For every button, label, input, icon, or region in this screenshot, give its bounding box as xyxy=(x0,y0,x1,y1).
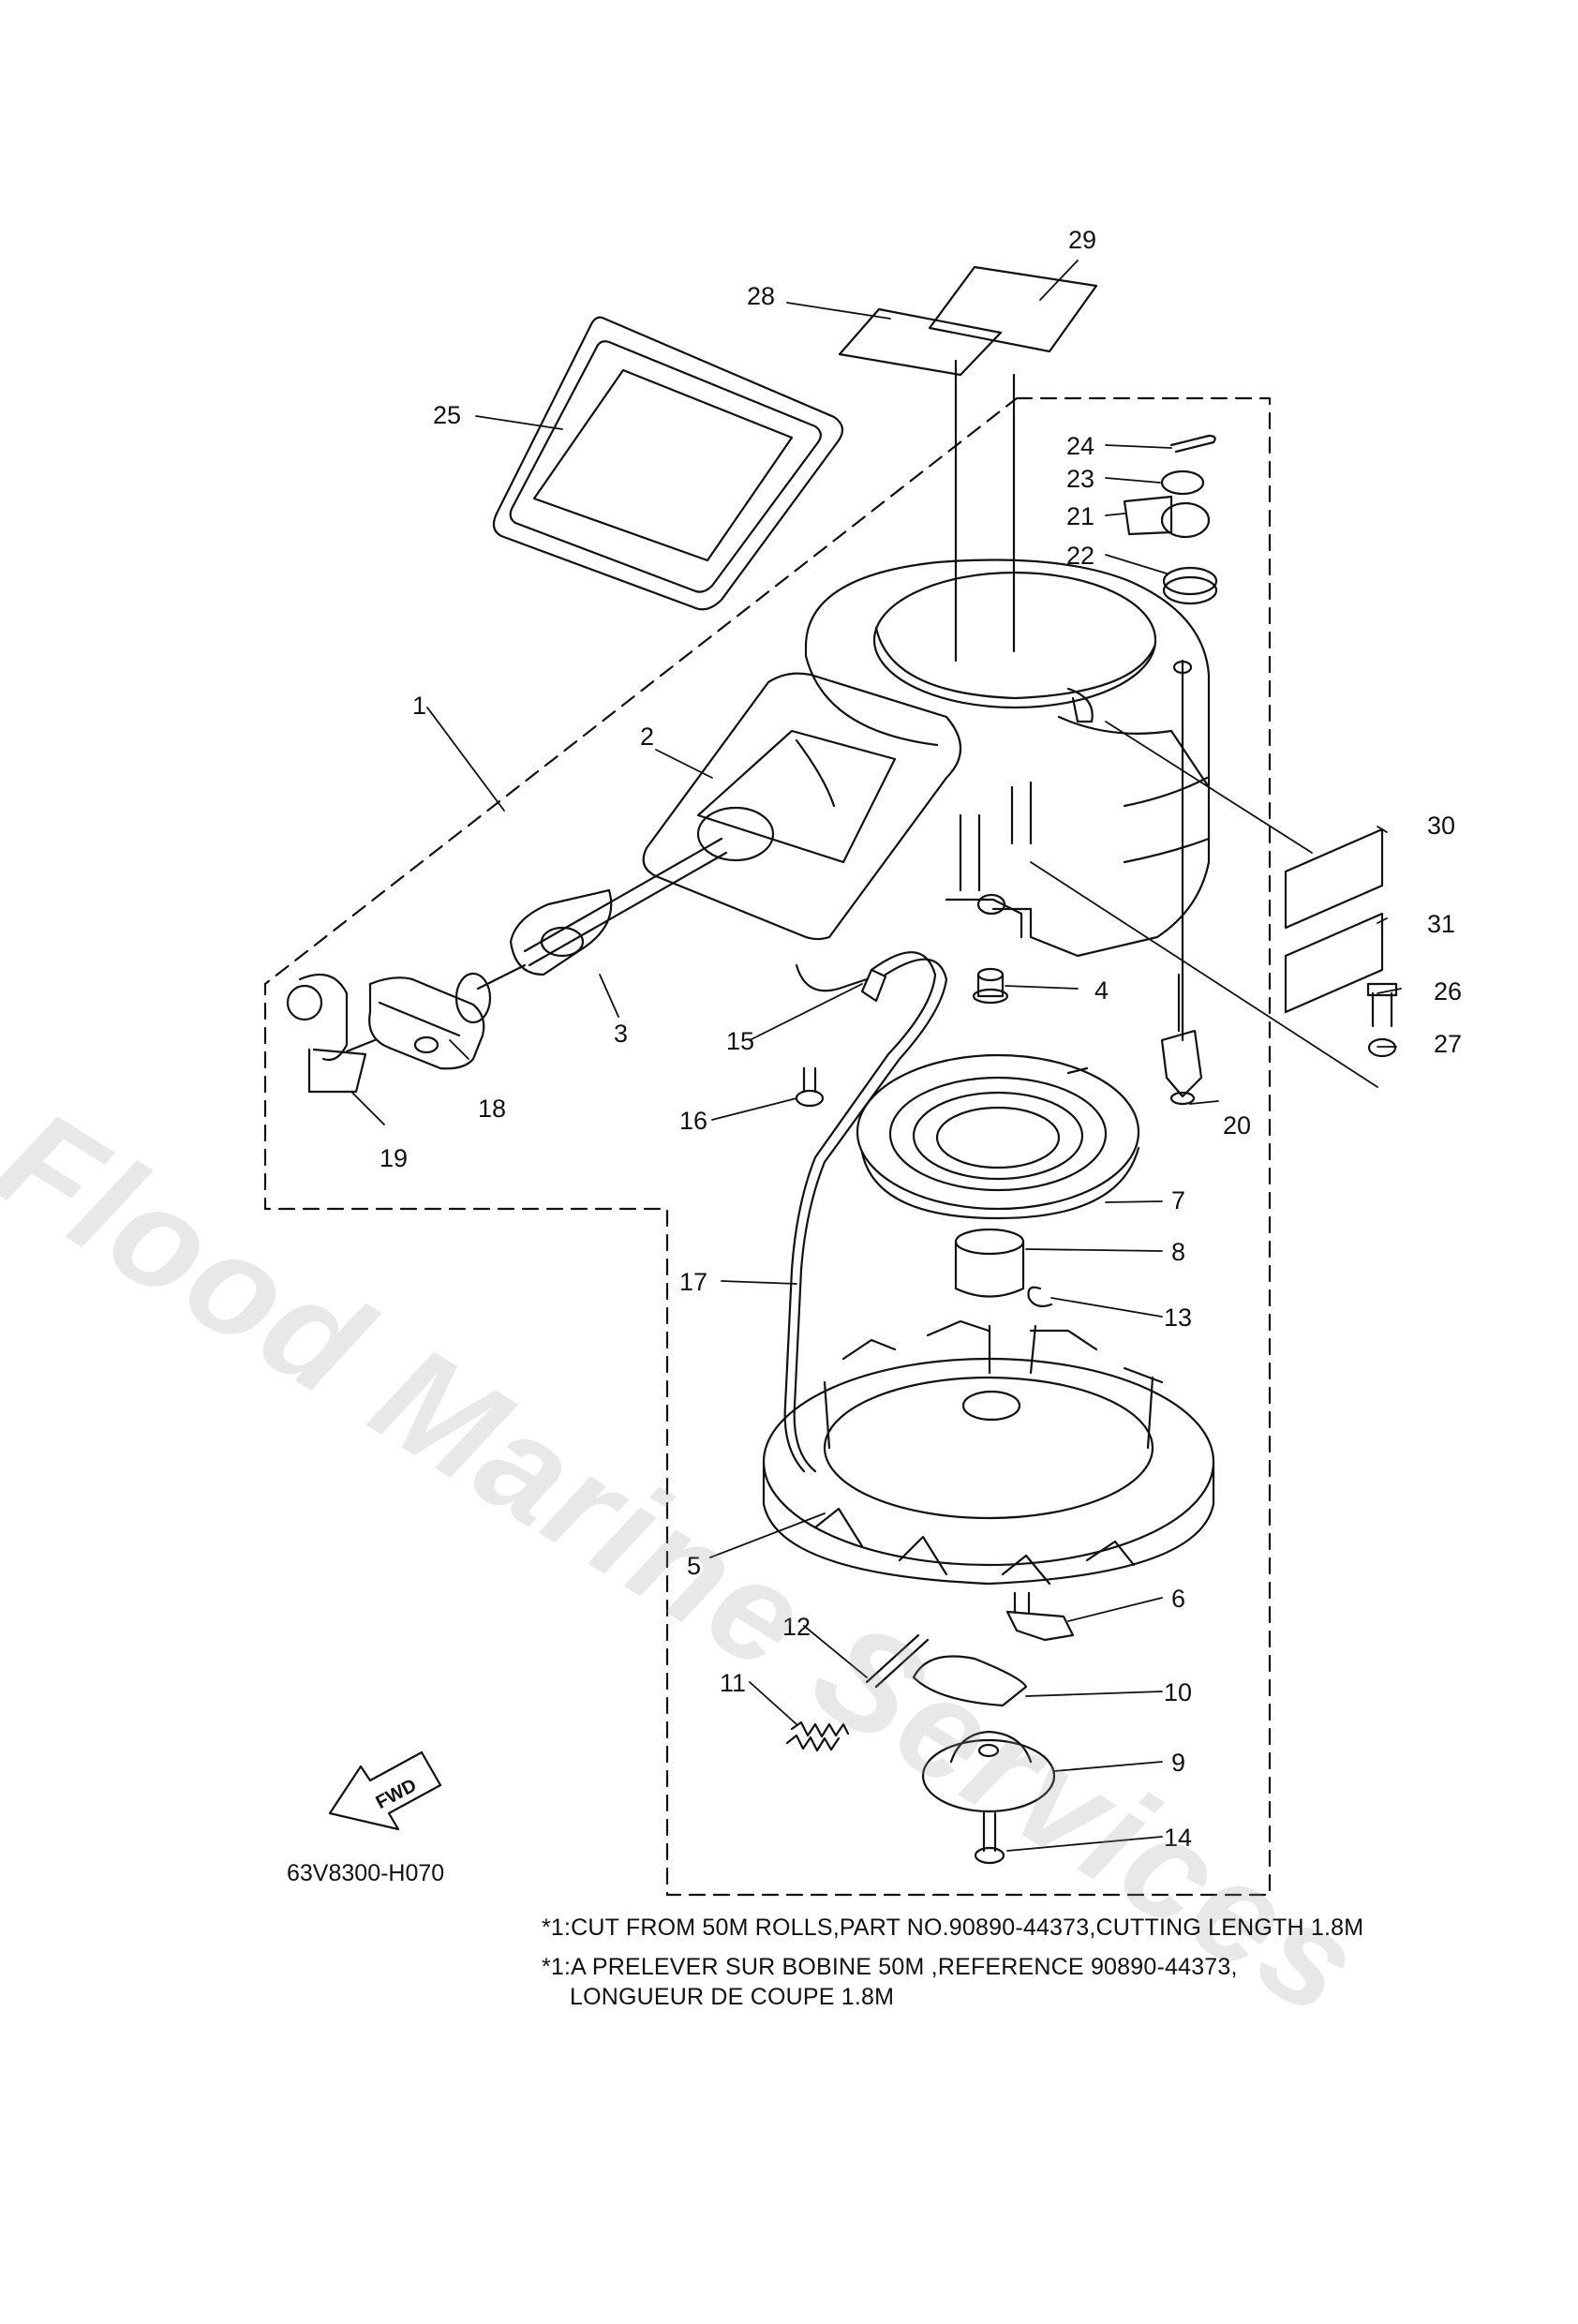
callout-12: 12 xyxy=(782,1613,811,1641)
callout-29: 29 xyxy=(1068,226,1096,254)
callout-4: 4 xyxy=(1094,976,1109,1005)
part-14-bolt xyxy=(974,1811,1005,1865)
part-20-clip xyxy=(1160,973,1203,1106)
part-26-bolt xyxy=(1366,982,1398,1028)
callout-13: 13 xyxy=(1164,1304,1192,1332)
callout-6: 6 xyxy=(1171,1585,1185,1613)
part-11-spring xyxy=(785,1721,850,1752)
callout-2: 2 xyxy=(640,723,654,751)
callout-1: 1 xyxy=(412,692,426,720)
part-7-spring xyxy=(856,1053,1140,1220)
callout-23: 23 xyxy=(1066,465,1094,493)
part-30-decal xyxy=(1284,827,1384,930)
note-english: *1:CUT FROM 50M ROLLS,PART NO.90890-4437… xyxy=(542,1914,1364,1941)
part-9-plate xyxy=(921,1730,1056,1813)
part-10-spring-wire xyxy=(912,1655,1028,1707)
callout-19: 19 xyxy=(380,1144,408,1172)
callout-18: 18 xyxy=(478,1095,506,1123)
callout-24: 24 xyxy=(1066,432,1094,460)
assembly-boundary-dashed xyxy=(263,396,1272,1897)
part-19-bracket xyxy=(286,973,367,1094)
part-21-clamp xyxy=(1123,495,1211,539)
part-25-frame xyxy=(492,316,844,611)
part-6-pawl xyxy=(1005,1591,1075,1642)
callout-9: 9 xyxy=(1171,1749,1185,1777)
callout-22: 22 xyxy=(1066,542,1094,570)
callout-30: 30 xyxy=(1427,812,1455,840)
callout-28: 28 xyxy=(747,282,775,310)
part-15-17-links xyxy=(783,951,948,1473)
callout-8: 8 xyxy=(1171,1238,1185,1266)
part-4-collar xyxy=(972,967,1009,1005)
callout-17: 17 xyxy=(679,1268,707,1296)
leader-lines xyxy=(350,260,1402,1852)
part-24-pin xyxy=(1169,434,1216,454)
callout-21: 21 xyxy=(1066,502,1094,530)
callout-20: 20 xyxy=(1223,1111,1251,1140)
part-8-bushing xyxy=(954,1228,1025,1298)
callout-26: 26 xyxy=(1434,977,1462,1006)
part-31-decal xyxy=(1284,912,1384,1014)
part-5-pulley xyxy=(762,1319,1215,1586)
starter-housing xyxy=(642,559,1211,958)
callout-16: 16 xyxy=(679,1107,707,1135)
part-16-bolt xyxy=(795,1066,825,1108)
part-27-washer xyxy=(1367,1037,1397,1058)
callout-25: 25 xyxy=(433,401,461,429)
callout-labels: 1 2 3 4 5 6 7 8 9 10 11 12 13 14 15 16 1… xyxy=(380,226,1462,1852)
fwd-arrow-icon xyxy=(328,1750,442,1831)
part-18-handle xyxy=(345,976,485,1070)
fwd-label: FWD xyxy=(373,1775,421,1813)
callout-31: 31 xyxy=(1427,910,1455,938)
part-12-pin xyxy=(865,1633,930,1689)
callout-27: 27 xyxy=(1434,1030,1462,1058)
note-french-line1: *1:A PRELEVER SUR BOBINE 50M ,REFERENCE … xyxy=(542,1954,1238,1980)
part-28-29-plates xyxy=(838,265,1098,377)
callout-11: 11 xyxy=(720,1669,746,1697)
callout-15: 15 xyxy=(726,1027,754,1055)
part-23-washer xyxy=(1160,469,1205,496)
note-french-line2: LONGUEUR DE COUPE 1.8M xyxy=(570,1984,895,2010)
callout-3: 3 xyxy=(614,1020,628,1048)
center-line-plates xyxy=(954,359,1016,663)
callout-7: 7 xyxy=(1171,1186,1185,1214)
part-13-circlip xyxy=(1027,1286,1053,1307)
callout-10: 10 xyxy=(1164,1678,1192,1706)
callout-5: 5 xyxy=(687,1552,701,1580)
callout-14: 14 xyxy=(1164,1824,1192,1852)
part-3-cable xyxy=(454,837,728,1024)
part-22-spring xyxy=(1162,566,1218,605)
diagram-code: 63V8300-H070 xyxy=(287,1860,445,1886)
